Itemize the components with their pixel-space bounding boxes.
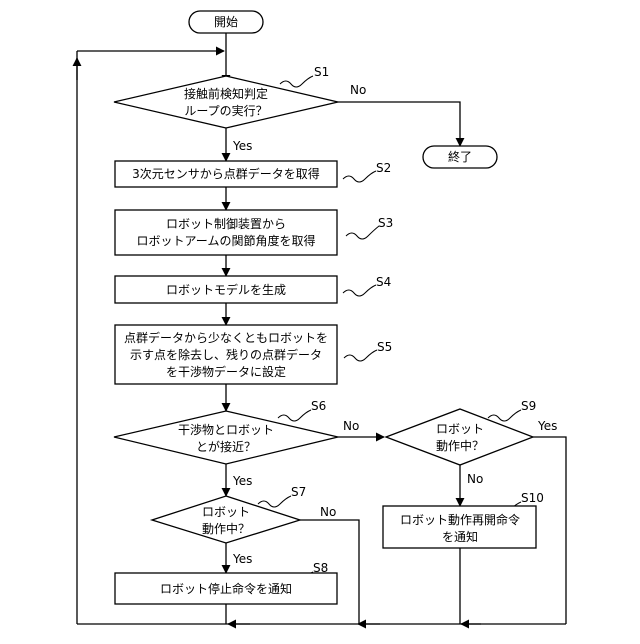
s5-text-line-3: を干渉物データに設定	[166, 364, 286, 379]
step-label-s9: S9	[521, 399, 536, 413]
step-label-s8: S8	[313, 561, 328, 575]
step-label-s6: S6	[311, 399, 326, 413]
s7-yes-label: Yes	[232, 552, 252, 566]
step-label-s10: S10	[521, 491, 544, 505]
s1-text-line-1: 接触前検知判定	[184, 86, 268, 101]
s10-text-line-1: ロボット動作再開命令	[400, 512, 520, 527]
s6-yes-label: Yes	[232, 474, 252, 488]
s7-no-label: No	[320, 505, 336, 519]
squiggle-s3	[346, 226, 379, 239]
squiggle-s4	[343, 285, 376, 296]
s2-text: 3次元センサから点群データを取得	[132, 166, 320, 181]
step-labels: S1 S2 S3 S4 S5 S6 S7 S8 S9 S10	[291, 65, 544, 575]
s10-text-line-2: を通知	[442, 530, 478, 544]
s1-no-label: No	[350, 83, 366, 97]
s7-text-line-2: 動作中？	[202, 521, 250, 536]
squiggle-s5	[344, 350, 377, 361]
s8-text: ロボット停止命令を通知	[160, 581, 292, 596]
s5-text-line-2: 示す点を除去し、残りの点群データ	[130, 347, 322, 362]
step-label-s5: S5	[377, 340, 392, 354]
s6-no-label: No	[343, 419, 359, 433]
s3-text-line-2: ロボットアームの関節角度を取得	[137, 233, 316, 248]
s5-text-line-1: 点群データから少なくともロボットを	[124, 330, 328, 345]
s1-yes-label: Yes	[232, 139, 252, 153]
s7-text-line-1: ロボット	[202, 505, 250, 519]
s1-text-line-2: ループの実行？	[184, 103, 267, 118]
step-label-s2: S2	[376, 161, 391, 175]
end-label: 終了	[448, 149, 472, 164]
squiggle-s2	[343, 171, 376, 182]
s4-text: ロボットモデルを生成	[166, 282, 286, 297]
s3-text-line-1: ロボット制御装置から	[166, 216, 286, 231]
s6-text-line-1: 干渉物とロボット	[178, 422, 274, 437]
line-s7-no	[300, 520, 359, 624]
start-label: 開始	[214, 15, 238, 29]
s9-text-line-1: ロボット	[436, 422, 484, 436]
squiggle-s9	[488, 410, 521, 421]
squiggle-s6	[278, 410, 311, 421]
step-label-s4: S4	[376, 275, 391, 289]
s9-yes-label: Yes	[537, 419, 557, 433]
s6-text-line-2: とが接近？	[196, 439, 256, 454]
step-label-s1: S1	[314, 65, 329, 79]
squiggle-s1	[280, 76, 313, 87]
s9-no-label: No	[467, 472, 483, 486]
squiggle-s7	[258, 496, 291, 507]
decision-s6	[114, 411, 338, 464]
s9-text-line-2: 動作中？	[436, 438, 484, 453]
decision-s1	[114, 76, 338, 128]
step-label-s7: S7	[291, 485, 306, 499]
line-s9-yes	[533, 437, 566, 624]
arrow-s1-no-to-end	[338, 102, 460, 146]
step-label-s3: S3	[378, 216, 393, 230]
